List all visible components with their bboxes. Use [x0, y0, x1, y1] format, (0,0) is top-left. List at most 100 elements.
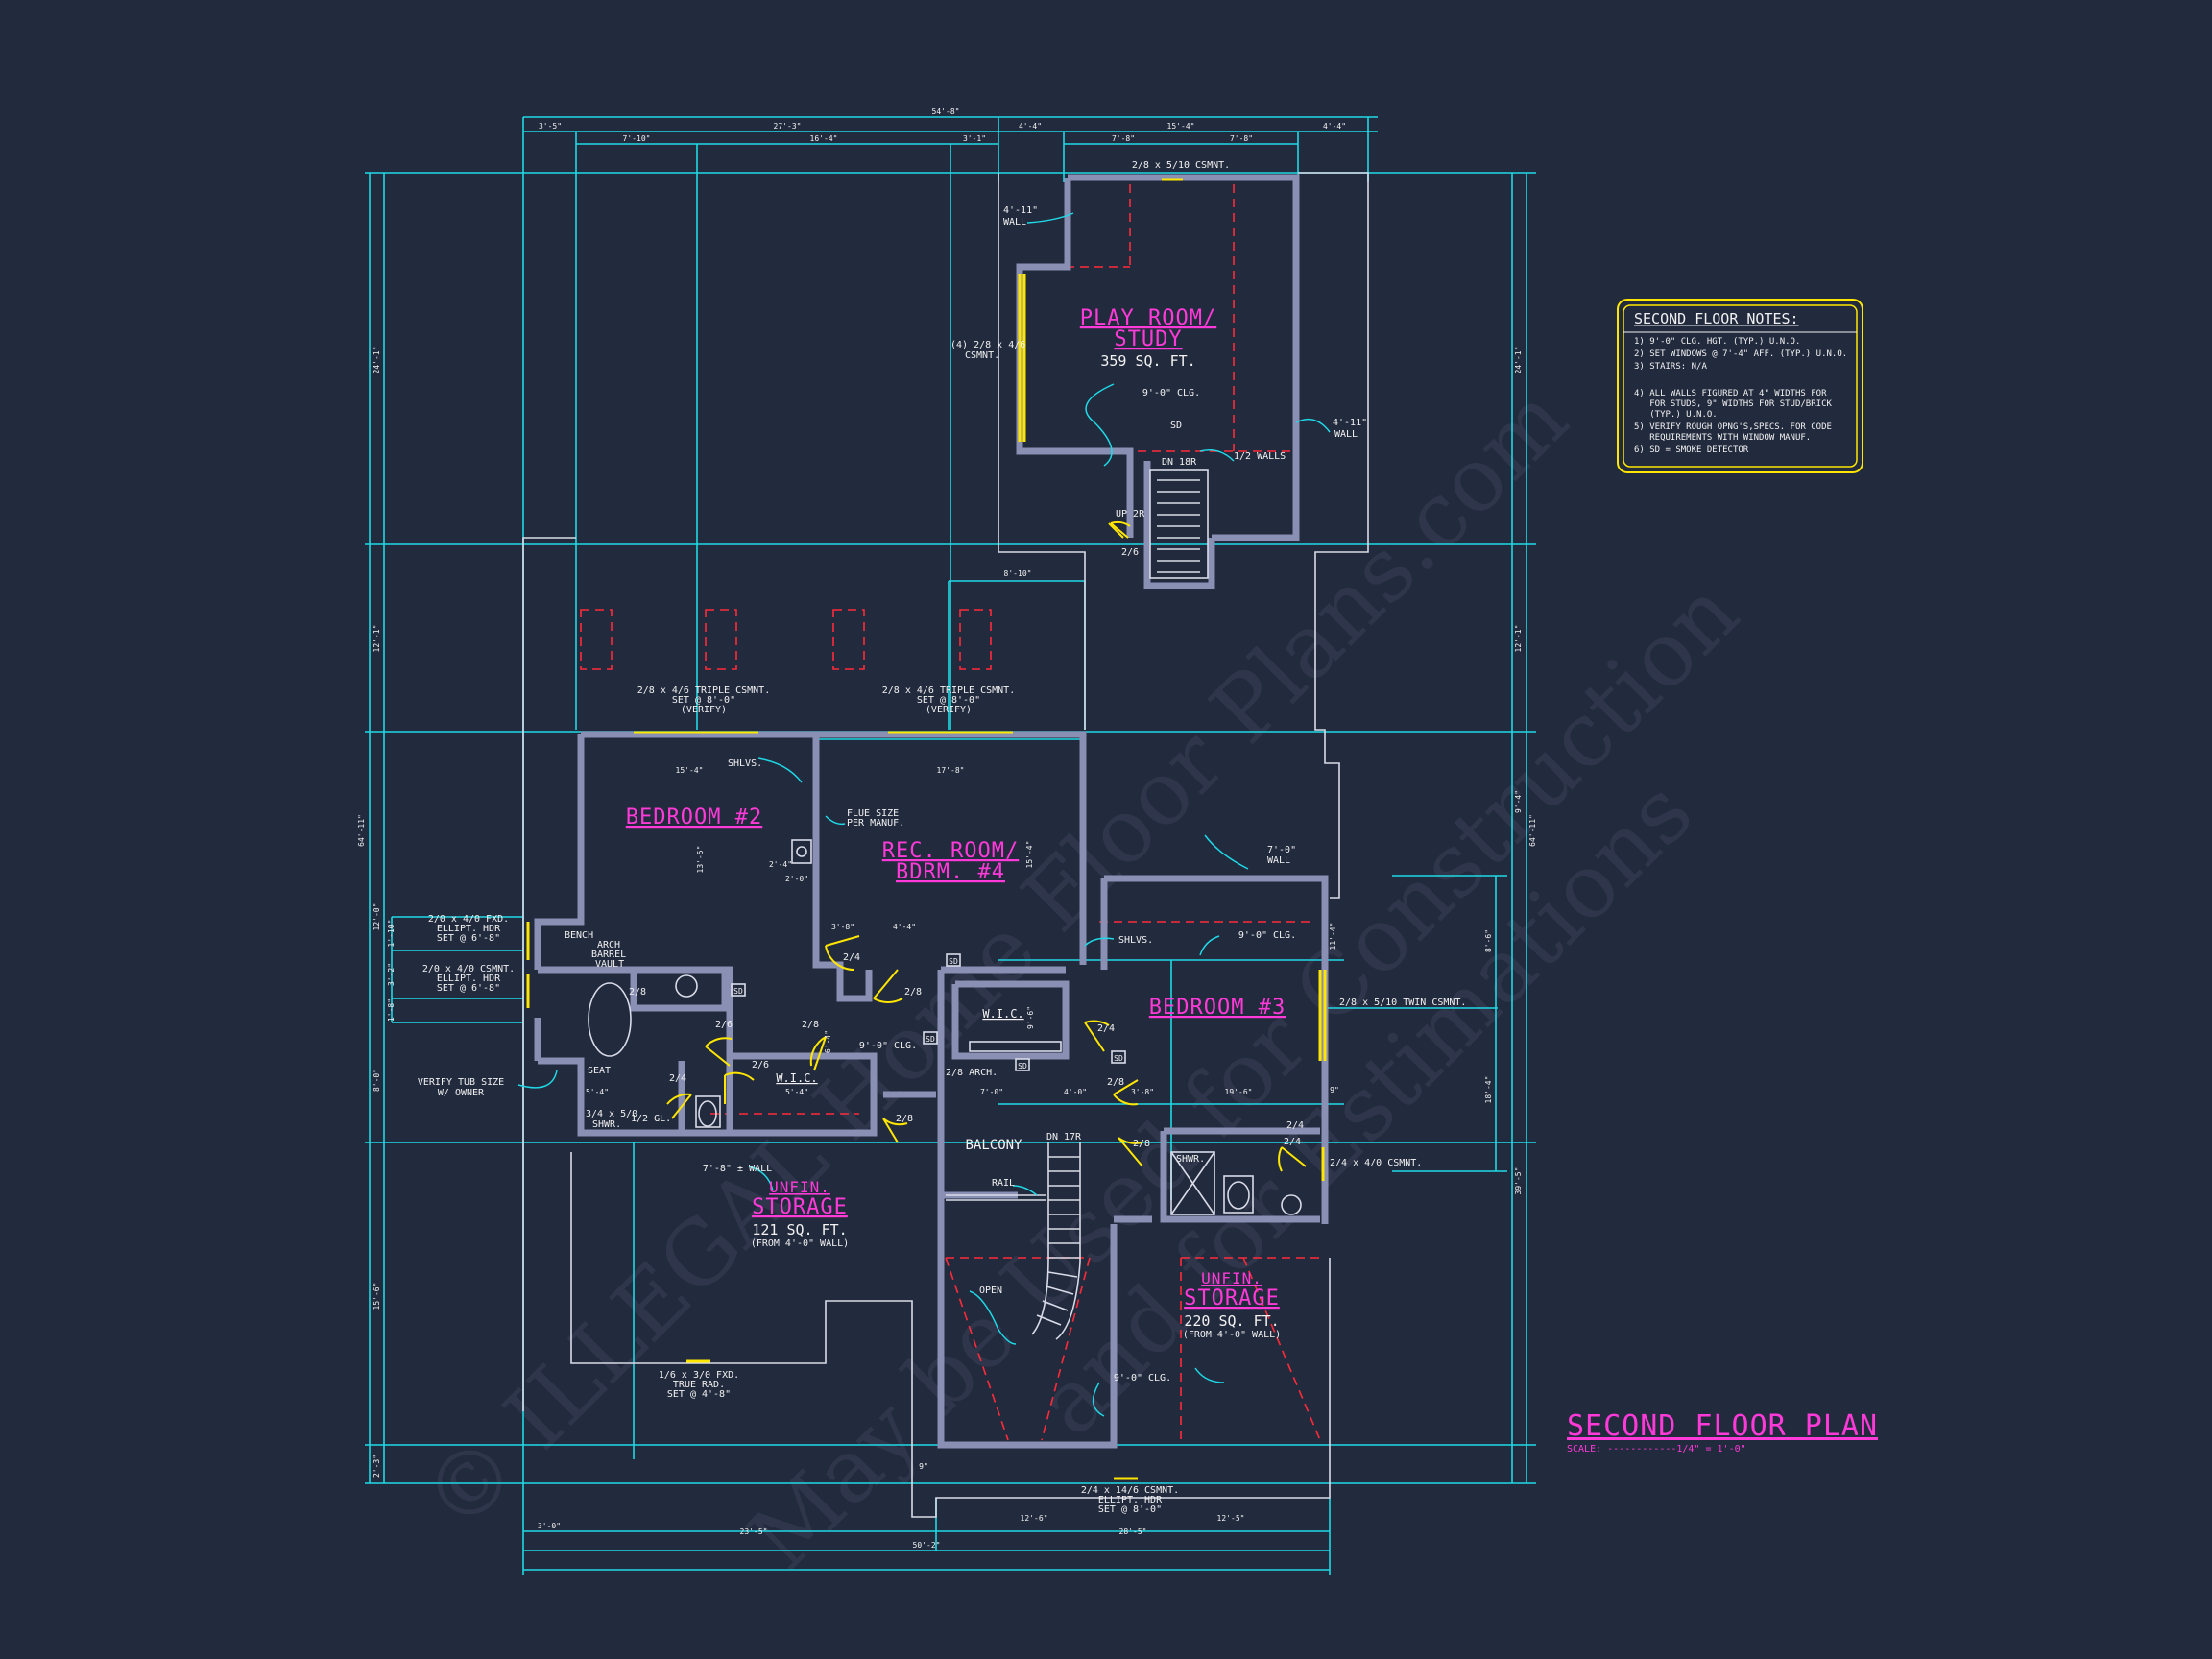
door-label: 2/8 [1107, 1077, 1124, 1088]
dim-inner: 4'-4" [893, 923, 916, 931]
dim-top: 3'-1" [963, 134, 986, 143]
open-label: OPEN [979, 1286, 1002, 1296]
dim-inner: 9" [1330, 1086, 1339, 1094]
window-note-left-2: CSMNT. [965, 350, 999, 361]
second-floor-notes: SECOND FLOOR NOTES: 1) 9'-0" CLG. HGT. (… [1617, 299, 1863, 473]
dim-top: 4'-4" [1019, 122, 1042, 131]
triple-window-2-line-2: SET @ 8'-0" [917, 695, 980, 706]
door-size-labels: 2/4 2/8 2/6 2/8 2/6 2/4 2/8 2/4 2/8 2/8 … [629, 952, 1304, 1149]
door-label: 2/6 [715, 1020, 733, 1030]
wall-note-right-2: WALL [1334, 429, 1358, 440]
leader-lines [517, 212, 1331, 1417]
door-label: 2/8 [896, 1114, 913, 1124]
play-room-name-1: PLAY ROOM/ [1080, 306, 1216, 330]
dim-top-overall: 54'-8" [932, 108, 960, 116]
windows [526, 178, 1327, 1480]
dim-bottom-overall: 50'-2" [913, 1541, 941, 1550]
smoke-detector: SD [1018, 1062, 1027, 1070]
storage-1-name-2: STORAGE [752, 1195, 848, 1219]
storage-2-name-1: UNFIN. [1201, 1269, 1262, 1287]
notes-line: 6) SD = SMOKE DETECTOR [1634, 445, 1749, 455]
dim-inner: 4'-0" [1064, 1088, 1087, 1096]
twin-window-label: 2/8 x 5/10 TWIN CSMNT. [1339, 998, 1466, 1008]
play-room-ceiling: 9'-0" CLG. [1142, 388, 1200, 398]
notes-line: 3) STAIRS: N/A [1634, 362, 1707, 372]
door-label: 2/4 [1097, 1023, 1115, 1034]
triple-window-1-line-2: SET @ 8'-0" [672, 695, 735, 706]
notes-line: 1) 9'-0" CLG. HGT. (TYP.) U.N.O. [1634, 337, 1800, 347]
dim-bottom: 23'-5" [740, 1527, 768, 1536]
dim-inner: 17'-8" [937, 766, 965, 775]
wall-note-left-1: 4'-11" [1003, 205, 1038, 216]
doors [666, 520, 1307, 1172]
triple-window-1-line-3: (VERIFY) [681, 705, 727, 715]
dim-bottom: 3'-0" [538, 1522, 561, 1530]
dim-top: 3'-5" [539, 122, 562, 131]
notes-line: 2) SET WINDOWS @ 7'-4" AFF. (TYP.) U.N.O… [1634, 349, 1847, 359]
room-labels: PLAY ROOM/ STUDY 359 SQ. FT. 9'-0" CLG. … [626, 306, 1296, 1340]
half-walls-label: 1/2 WALLS [1234, 451, 1286, 462]
watermark: © ILLEGAL Home Floor Plans.com May be Us… [403, 367, 1758, 1589]
casement-2-line-2: ELLIPT. HDR [437, 974, 501, 984]
fixed-window-1-line-1: 2/0 x 4/0 FXD. [428, 914, 509, 925]
radius-window-line-1: 1/6 x 3/0 FXD. [659, 1370, 739, 1381]
ceiling-hall-label: 9'-0" CLG. [859, 1041, 917, 1051]
dim-inner: 15'-4" [676, 766, 704, 775]
rec-room-name-2: BDRM. #4 [896, 860, 1005, 884]
shelves-label-1: SHLVS. [728, 758, 762, 769]
dim-inner: 3'-8" [1131, 1088, 1154, 1096]
door-label: 2/8 [629, 987, 646, 998]
dim-inner: 2'-4" [769, 860, 792, 869]
storage-1-name-1: UNFIN. [769, 1178, 830, 1196]
dim-right: 39'-5" [1514, 1167, 1523, 1195]
wall-7-0-label-1: 7'-0" [1267, 845, 1296, 855]
dim-bottom: 12'-5" [1217, 1514, 1245, 1523]
wic-label-1: W.I.C. [776, 1071, 817, 1085]
dim-inner: 15'-4" [1025, 841, 1034, 869]
fixed-window-1-line-3: SET @ 6'-8" [437, 933, 500, 944]
storage-1-note: (FROM 4'-0" WALL) [751, 1238, 849, 1249]
dim-left: 24'-1" [373, 347, 381, 374]
stairs [946, 469, 1209, 1340]
plan-title-block: SECOND FLOOR PLAN SCALE: ------------1/4… [1567, 1409, 1878, 1455]
flue-label-2: PER MANUF. [847, 818, 904, 829]
arch-label-3: VAULT [595, 959, 624, 970]
stair-up-label: UP 2R [1116, 509, 1145, 519]
door-label-top: 2/6 [1121, 547, 1139, 558]
smoke-detector: SD [1114, 1054, 1123, 1063]
plan-title: SECOND FLOOR PLAN [1567, 1409, 1878, 1443]
notes-line: 5) VERIFY ROUGH OPNG'S,SPECS. FOR CODE [1634, 422, 1832, 432]
seat-label: SEAT [588, 1066, 611, 1076]
notes-line: 4) ALL WALLS FIGURED AT 4" WIDTHS FOR [1634, 389, 1827, 398]
casement-2-line-3: SET @ 6'-8" [437, 983, 500, 994]
notes-line: REQUIREMENTS WITH WINDOW MANUF. [1634, 433, 1811, 443]
ceiling-bottom-label: 9'-0" CLG. [1114, 1373, 1171, 1383]
dim-inner: 2'-0" [785, 875, 808, 883]
play-room-name-2: STUDY [1114, 327, 1182, 351]
smoke-detector: SD [949, 957, 958, 966]
smoke-detector: SD [733, 987, 743, 996]
dim-left-overall: 64'-11" [357, 814, 366, 847]
arch-label-2: BARREL [591, 950, 626, 960]
door-label: 2/8 [904, 987, 922, 998]
bedroom-3-ceiling: 9'-0" CLG. [1238, 930, 1296, 941]
play-room-area: 359 SQ. FT. [1100, 352, 1195, 370]
dim-8-10: 8'-10" [1004, 569, 1032, 578]
radius-window-line-3: SET @ 4'-8" [667, 1389, 731, 1400]
bedroom-3-name: BEDROOM #3 [1149, 996, 1286, 1020]
dim-right-inner: 18'-4" [1484, 1076, 1493, 1104]
dim-inner: 5'-4" [785, 1088, 808, 1096]
triple-window-2-line-3: (VERIFY) [926, 705, 972, 715]
dimension-texts: 54'-8" 3'-5" 27'-3" 4'-4" 15'-4" 4'-4" 7… [357, 108, 1537, 1550]
storage-1-area: 121 SQ. FT. [752, 1221, 847, 1238]
dim-inner: 6'-4" [824, 1030, 832, 1053]
dim-left: 12'-0" [373, 903, 381, 931]
dim-left-small: 3'-2" [387, 963, 396, 986]
shelves-label-2: SHLVS. [1118, 935, 1153, 946]
rail-label: RAIL [992, 1178, 1015, 1189]
stair-down-label: DN 18R [1162, 457, 1197, 468]
door-label: 2/4 [669, 1073, 686, 1084]
smoke-detectors: SD SD SD SD SD [731, 953, 1126, 1071]
dim-left-small: 1'-8" [387, 998, 396, 1022]
